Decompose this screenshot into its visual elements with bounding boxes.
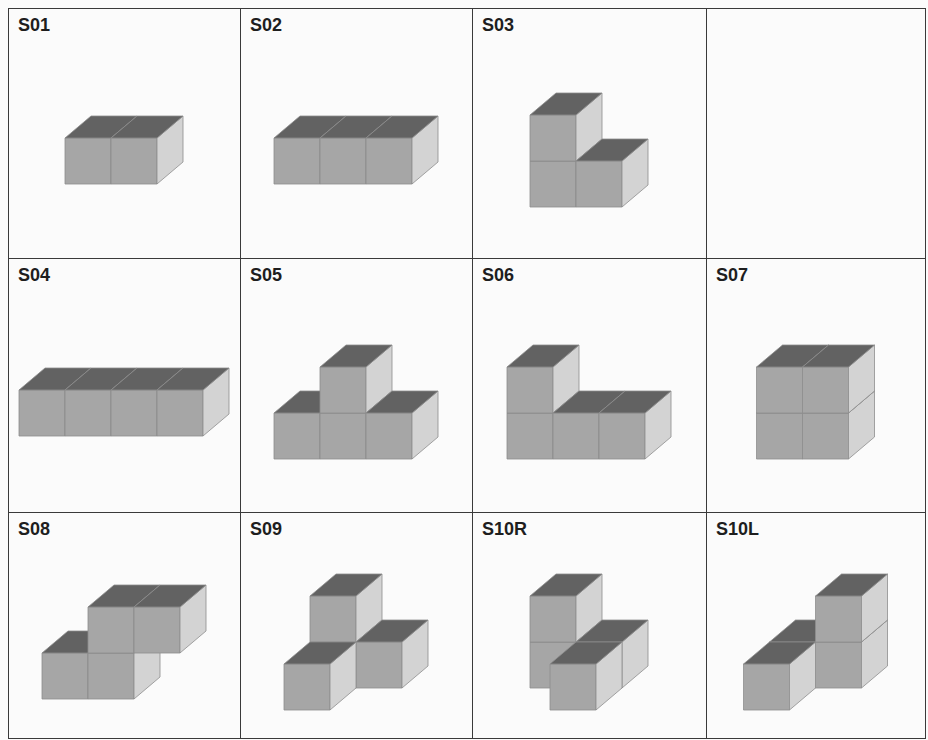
- cube-face: [550, 642, 622, 664]
- cube-face: [157, 368, 229, 390]
- piece-cell: S10L: [706, 512, 926, 739]
- cube-face: [816, 642, 862, 688]
- cube-face: [19, 390, 65, 436]
- cube-piece: [757, 345, 875, 459]
- piece-cell: S06: [472, 258, 707, 513]
- cube-face: [553, 413, 599, 459]
- cube-face: [757, 367, 803, 413]
- piece-label: S01: [18, 15, 50, 36]
- cube-face: [803, 367, 849, 413]
- cube-face: [816, 596, 862, 642]
- cube-face: [65, 138, 111, 184]
- piece-cell: S09: [240, 512, 473, 739]
- cube-face: [576, 161, 622, 207]
- cube-face: [507, 367, 553, 413]
- piece-cell: S05: [240, 258, 473, 513]
- piece-label: S07: [716, 265, 748, 286]
- cube-face: [530, 115, 576, 161]
- cube-face: [310, 574, 382, 596]
- cube-piece: [284, 574, 428, 710]
- cube-piece: [530, 93, 648, 207]
- cube-face: [803, 413, 849, 459]
- cube-face: [310, 596, 356, 642]
- cube-face: [757, 413, 803, 459]
- cube-face: [366, 116, 438, 138]
- cube-piece: [744, 574, 888, 710]
- cube-face: [816, 574, 888, 596]
- cube-face: [599, 391, 671, 413]
- cube-face: [284, 642, 356, 664]
- cube-face: [320, 367, 366, 413]
- piece-cell: S07: [706, 258, 926, 513]
- cube-face: [507, 413, 553, 459]
- cube-face: [134, 607, 180, 653]
- piece-label: S05: [250, 265, 282, 286]
- cube-piece: [507, 345, 671, 459]
- piece-label: S04: [18, 265, 50, 286]
- cube-face: [530, 574, 602, 596]
- piece-label: S10R: [482, 519, 527, 540]
- piece-cell: S04: [8, 258, 241, 513]
- cube-face: [320, 413, 366, 459]
- cube-piece: [42, 585, 206, 699]
- cube-face: [530, 161, 576, 207]
- cube-face: [744, 642, 816, 664]
- cube-face: [111, 138, 157, 184]
- cube-piece: [19, 368, 229, 436]
- cube-face: [157, 390, 203, 436]
- piece-cell: S02: [240, 8, 473, 259]
- cube-face: [284, 664, 330, 710]
- cube-face: [576, 620, 648, 642]
- cube-face: [530, 596, 576, 642]
- cube-face: [320, 138, 366, 184]
- cube-face: [111, 116, 183, 138]
- cube-piece: [274, 345, 438, 459]
- cube-face: [274, 138, 320, 184]
- cube-piece: [274, 116, 438, 184]
- cube-piece: [530, 574, 648, 710]
- cube-face: [366, 413, 412, 459]
- cube-face: [803, 345, 875, 367]
- piece-label: S09: [250, 519, 282, 540]
- cube-face: [356, 620, 428, 642]
- cube-face: [88, 607, 134, 653]
- piece-cell: S08: [8, 512, 241, 739]
- piece-cell: S03: [472, 8, 707, 259]
- cube-face: [88, 653, 134, 699]
- cube-face: [320, 345, 392, 367]
- cube-face: [366, 138, 412, 184]
- piece-label: S03: [482, 15, 514, 36]
- cube-face: [366, 391, 438, 413]
- cube-face: [507, 345, 579, 367]
- piece-label: S06: [482, 265, 514, 286]
- cube-face: [111, 390, 157, 436]
- cube-face: [356, 642, 402, 688]
- piece-label: S02: [250, 15, 282, 36]
- cube-face: [65, 390, 111, 436]
- cube-face: [576, 139, 648, 161]
- piece-cell: S10R: [472, 512, 707, 739]
- cube-face: [42, 653, 88, 699]
- cube-face: [744, 664, 790, 710]
- cube-face: [550, 664, 596, 710]
- cube-face: [274, 413, 320, 459]
- cube-face: [599, 413, 645, 459]
- empty-cell: [706, 8, 926, 259]
- piece-label: S08: [18, 519, 50, 540]
- piece-label: S10L: [716, 519, 759, 540]
- cube-face: [530, 93, 602, 115]
- cube-face: [134, 585, 206, 607]
- piece-cell: S01: [8, 8, 241, 259]
- cube-piece: [65, 116, 183, 184]
